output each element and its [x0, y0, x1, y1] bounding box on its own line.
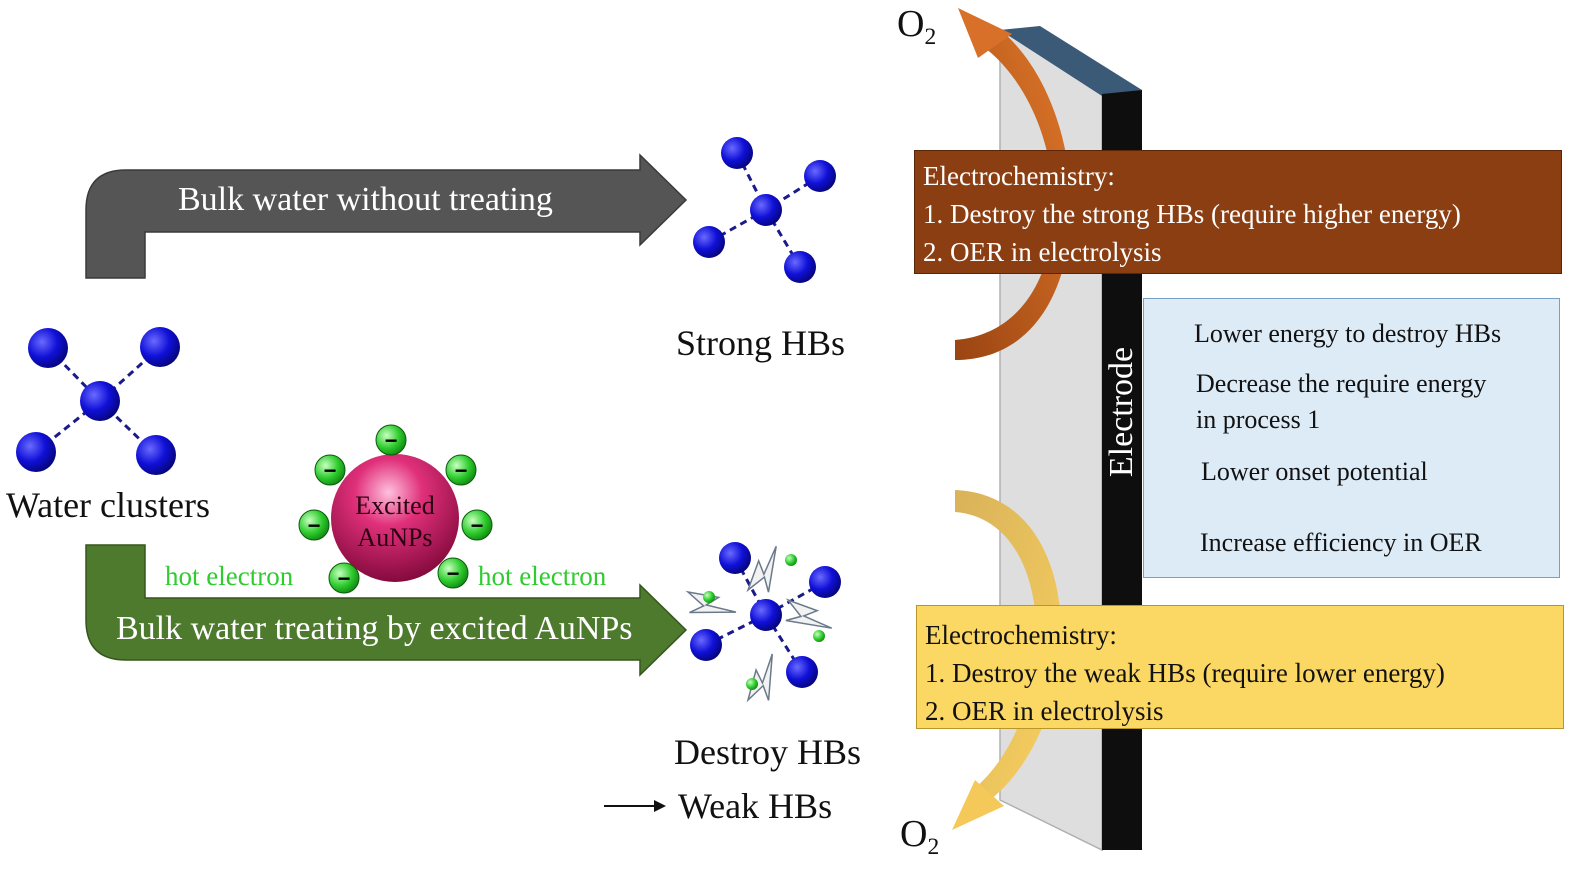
water-clusters-label: Water clusters [6, 485, 211, 525]
box-strong-line1: Electrochemistry: [923, 161, 1115, 191]
box-weak-line3: 2. OER in electrolysis [925, 696, 1164, 726]
strong-atom [693, 226, 725, 258]
hot-electron-label-right: hot electron [478, 561, 607, 591]
water-atom [28, 328, 68, 368]
benefit-line3: in process 1 [1196, 405, 1321, 434]
o2-bottom-sub: 2 [927, 834, 940, 861]
weak-atom-center [750, 599, 782, 631]
o2-top-sub: 2 [924, 24, 937, 51]
electron-icon [375, 424, 407, 456]
arrow-top-label: Bulk water without treating [178, 181, 553, 218]
weak-hbs-label: Weak HBs [678, 786, 833, 826]
benefit-line1: Lower energy to destroy HBs [1194, 319, 1502, 348]
electrode-top-face [1000, 26, 1142, 96]
weak-atom [719, 542, 751, 574]
small-electron-icon [703, 591, 715, 603]
electron-minus: − [385, 428, 398, 453]
aunp-label-line1: Excited [355, 491, 434, 520]
small-electron-icon [813, 630, 825, 642]
electron-minus: − [455, 458, 468, 483]
electron-icon [445, 454, 477, 486]
electron-minus: − [447, 561, 460, 586]
benefit-line2: Decrease the require energy [1196, 369, 1487, 398]
water-atom [136, 435, 176, 475]
electrochem-strong-box: Electrochemistry: 1. Destroy the strong … [914, 150, 1562, 274]
water-atom-center [80, 381, 120, 421]
electron-icon [461, 509, 493, 541]
strong-hbs-label: Strong HBs [676, 323, 846, 363]
box-strong-line2: 1. Destroy the strong HBs (require highe… [923, 199, 1461, 229]
strong-atom-center [750, 194, 782, 226]
hot-electron-label-left: hot electron [165, 561, 294, 591]
o2-bottom-main: O [900, 813, 928, 855]
box-strong-line3: 2. OER in electrolysis [923, 237, 1162, 267]
aunp-label-line2: AuNPs [357, 523, 432, 552]
weak-atom [809, 566, 841, 598]
small-electron-icon [746, 678, 758, 690]
electron-minus: − [324, 458, 337, 483]
box-weak-line1: Electrochemistry: [925, 620, 1117, 650]
o2-top-arrowhead [958, 8, 1012, 58]
arrow-bottom-green [85, 544, 688, 677]
o2-top-label: O2 [897, 2, 936, 50]
electrochem-weak-box: Electrochemistry: 1. Destroy the weak HB… [916, 605, 1564, 729]
o2-top-main: O [897, 3, 925, 45]
arrow-bottom-label: Bulk water treating by excited AuNPs [116, 610, 633, 647]
o2-top-arc [955, 8, 1071, 360]
benefit-line5: Increase efficiency in OER [1200, 528, 1482, 557]
strong-atom [804, 160, 836, 192]
electron-minus: − [471, 513, 484, 538]
weak-atom [786, 656, 818, 688]
strong-atom [784, 251, 816, 283]
benefit-line4: Lower onset potential [1201, 457, 1428, 486]
electron-minus: − [338, 566, 351, 591]
aunp-sphere [331, 454, 459, 582]
o2-bottom-label: O2 [900, 812, 939, 860]
benefits-box: Lower energy to destroy HBs Decrease the… [1143, 298, 1560, 578]
small-electron-icon [785, 554, 797, 566]
electron-icon [328, 562, 360, 594]
electron-minus: − [308, 513, 321, 538]
electrode-label: Electrode [1102, 292, 1142, 532]
electrode-label-text: Electrode [1103, 346, 1140, 478]
arrow-top-gray [85, 153, 688, 279]
weak-atom [690, 629, 722, 661]
water-atom [16, 432, 56, 472]
electron-icon [298, 509, 330, 541]
water-atom [140, 327, 180, 367]
electron-icon [314, 454, 346, 486]
o2-bottom-arrowhead [952, 780, 1004, 830]
weak-hbs-arrow [604, 800, 666, 812]
strong-atom [721, 137, 753, 169]
box-weak-line2: 1. Destroy the weak HBs (require lower e… [925, 658, 1445, 688]
lightning-icon [776, 592, 836, 646]
destroy-hbs-label: Destroy HBs [674, 732, 861, 772]
electron-icon [437, 557, 469, 589]
